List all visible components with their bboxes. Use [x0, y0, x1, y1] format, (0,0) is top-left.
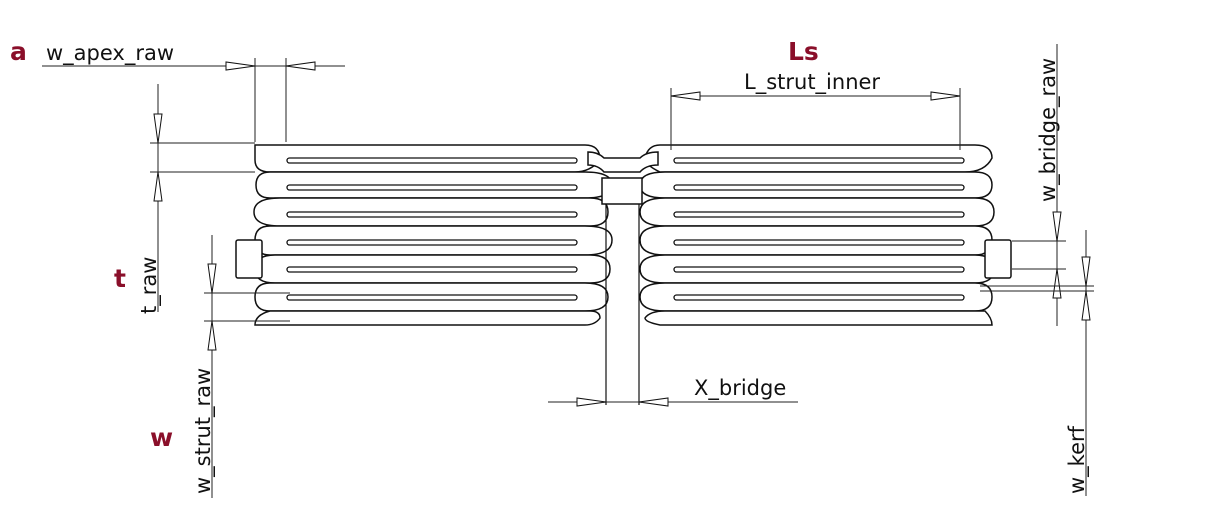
label-w-strut-raw: w_strut_raw	[191, 368, 216, 494]
dimension-w-bridge-raw: w_bridge_raw	[1012, 44, 1066, 326]
right-strut-set	[639, 144, 1012, 326]
dimension-w-kerf: w_kerf	[980, 230, 1094, 496]
symbol-a: a	[10, 37, 27, 66]
dimension-w-strut-raw: w_strut_raw	[191, 235, 290, 498]
dimension-t-raw: t_raw	[137, 84, 255, 314]
dimension-w-apex-raw: w_apex_raw	[42, 41, 345, 142]
symbol-w: w	[150, 423, 173, 452]
symbol-t: t	[114, 264, 126, 293]
symbol-ls: Ls	[788, 37, 819, 66]
label-w-bridge-raw: w_bridge_raw	[1036, 58, 1061, 202]
label-l-strut-inner: L_strut_inner	[744, 70, 880, 95]
stent-geometry	[235, 144, 1012, 405]
label-t-raw: t_raw	[137, 257, 162, 314]
label-w-apex-raw: w_apex_raw	[46, 41, 174, 66]
dimension-x-bridge: X_bridge	[548, 376, 798, 407]
label-w-kerf: w_kerf	[1065, 425, 1090, 494]
dimension-l-strut-inner: L_strut_inner	[670, 70, 961, 150]
left-strut-set	[235, 144, 613, 326]
bridge-connector	[587, 151, 659, 405]
label-x-bridge: X_bridge	[694, 376, 786, 401]
